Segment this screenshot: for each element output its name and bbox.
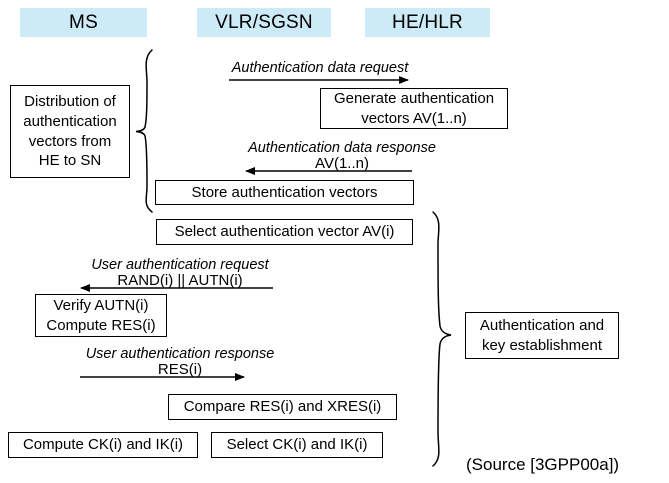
step-box-select-av-label: Select authentication vector AV(i) [174,223,395,241]
message-title-authentication-data-request: Authentication data request [231,60,409,76]
message-payload-user-authentication-request: RAND(i) || AUTN(i) [82,272,278,289]
message-title-authentication-data-response: Authentication data response [248,140,436,156]
source-attribution-label: (Source [3GPP00a]) [466,455,620,474]
phase-box-auth-key-establishment-label: Authentication and key establishment [479,316,605,354]
message-payload-authentication-data-response: AV(1..n) [238,155,446,172]
step-box-generate-av-label: Generate authentication vectors AV(1..n) [333,89,495,127]
source-attribution: (Source [3GPP00a]) [466,455,619,475]
lane-header-vlr-sgsn-label: VLR/SGSN [215,11,313,33]
step-box-store-av: Store authentication vectors [155,180,414,205]
message-label-authentication-data-request: Authentication data request [230,60,410,76]
phase-box-distribution-label: Distribution of authentication vectors f… [23,92,117,170]
message-payload-user-authentication-response: RES(i) [82,361,278,378]
message-payload-user-authentication-response-text: RES(i) [157,361,203,378]
phase-box-distribution: Distribution of authentication vectors f… [10,85,130,178]
brace-auth-key-establishment [432,211,452,467]
message-title-user-authentication-request: User authentication request [91,257,269,273]
lane-header-ms: MS [20,8,147,37]
step-box-compute-ck-ik-label: Compute CK(i) and IK(i) [22,436,184,454]
step-box-generate-av: Generate authentication vectors AV(1..n) [320,88,508,129]
step-box-select-av: Select authentication vector AV(i) [156,219,413,245]
lane-header-he-hlr-label: HE/HLR [392,11,463,33]
step-box-store-av-label: Store authentication vectors [191,183,378,201]
message-label-authentication-data-response: Authentication data response [238,140,446,156]
step-box-select-ck-ik: Select CK(i) and IK(i) [211,432,383,458]
step-box-select-ck-ik-label: Select CK(i) and IK(i) [226,436,368,454]
message-title-user-authentication-response: User authentication response [85,346,275,362]
brace-distribution [135,49,153,213]
lane-header-vlr-sgsn: VLR/SGSN [197,8,331,37]
message-payload-user-authentication-request-text: RAND(i) || AUTN(i) [117,272,243,289]
step-box-verify-autn: Verify AUTN(i) Compute RES(i) [35,294,167,337]
lane-header-ms-label: MS [69,11,98,33]
message-payload-authentication-data-response-text: AV(1..n) [315,155,369,172]
step-box-compare-res: Compare RES(i) and XRES(i) [168,394,397,420]
step-box-compare-res-label: Compare RES(i) and XRES(i) [183,398,382,416]
message-label-user-authentication-request: User authentication request [82,257,278,273]
phase-box-auth-key-establishment: Authentication and key establishment [465,312,619,359]
message-label-user-authentication-response: User authentication response [82,346,278,362]
step-box-verify-autn-label: Verify AUTN(i) Compute RES(i) [46,296,156,334]
lane-header-he-hlr: HE/HLR [365,8,490,37]
step-box-compute-ck-ik: Compute CK(i) and IK(i) [8,432,198,458]
